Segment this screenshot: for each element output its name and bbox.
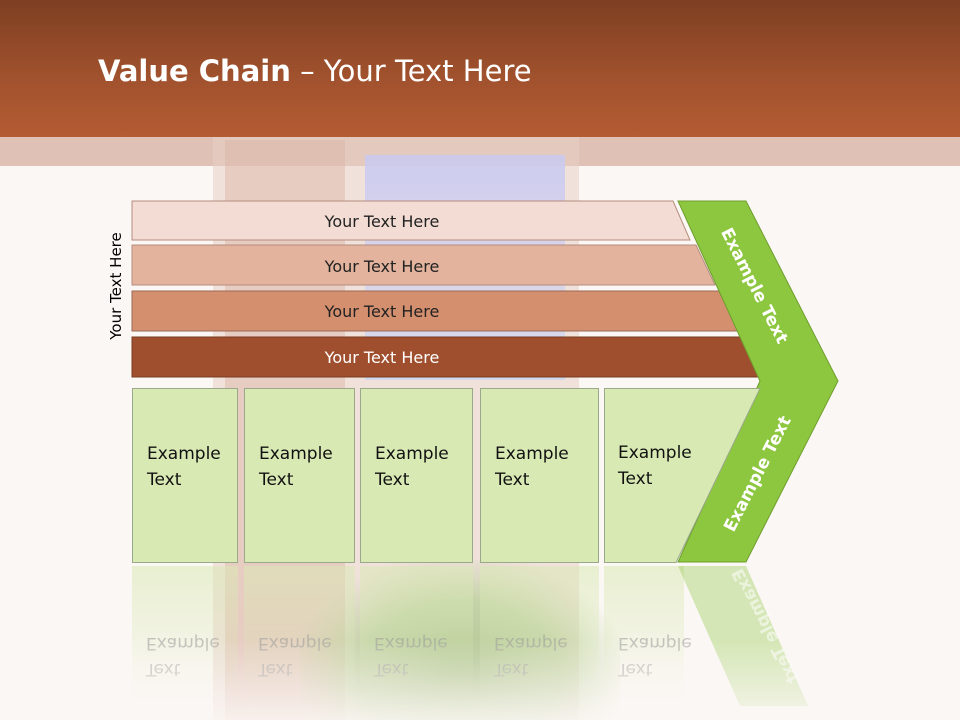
column-4: Example Text [480,388,599,563]
row-shape-2 [131,244,716,286]
row-4: Your Text Here [132,337,672,377]
title-bar [0,0,960,137]
title-bold: Value Chain [98,54,291,88]
chevron-arrow [677,200,839,563]
column-3: Example Text [360,388,473,563]
row-2-label: Your Text Here [324,256,440,276]
column-2-line2: Text [259,470,294,490]
slide-title: Value Chain – Your Text Here [98,54,532,88]
column-2-line1: Example [259,444,333,464]
column-1: Example Text [132,388,238,563]
row-1: Your Text Here [132,201,672,241]
column-4-line2: Text [495,470,530,490]
column-5-line2: Text [618,469,653,489]
column-2: Example Text [244,388,355,563]
column-5: Example Text [604,388,764,563]
column-3-line2: Text [375,470,410,490]
column-1-line1: Example [147,444,221,464]
row-2: Your Text Here [132,246,672,286]
row-3: Your Text Here [132,291,672,331]
vertical-label: Your Text Here [107,232,125,340]
column-3-line1: Example [375,444,449,464]
reflection-fade [132,640,852,720]
row-1-label: Your Text Here [324,211,440,231]
column-5-shape [604,388,761,563]
column-5-line1: Example [618,443,692,463]
row-shape-1 [131,200,691,241]
row-3-label: Your Text Here [324,301,440,321]
column-1-line2: Text [147,470,182,490]
row-4-label: Your Text Here [324,347,440,367]
column-4-line1: Example [495,444,569,464]
title-rest: – Your Text Here [290,54,532,88]
